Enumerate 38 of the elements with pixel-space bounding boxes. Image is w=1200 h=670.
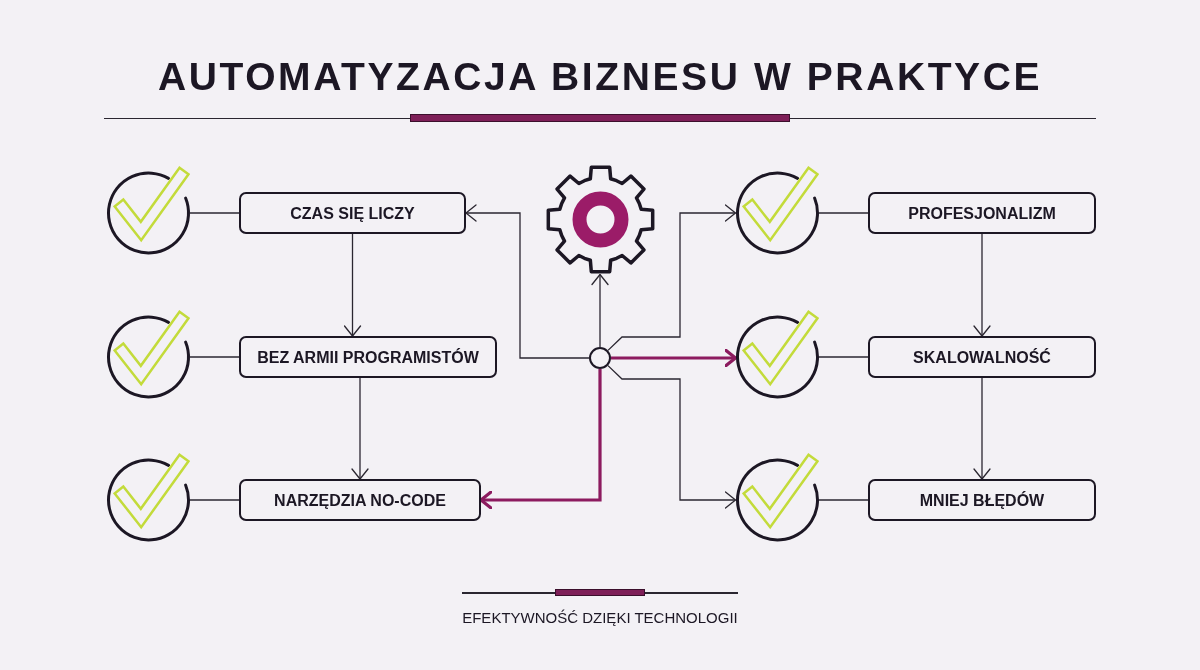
- connector-line: [188, 212, 240, 214]
- arrow: [465, 204, 590, 359]
- arrow: [343, 233, 362, 337]
- benefit-card: [868, 479, 1096, 521]
- connector-line: [188, 356, 240, 358]
- check-circle-icon: [735, 166, 819, 255]
- benefit-card: [239, 336, 497, 378]
- benefit-label: SKALOWALNOŚĆ: [913, 347, 1051, 367]
- check-circle-icon: [106, 310, 190, 399]
- check-circle-icon: [106, 453, 190, 542]
- arrow: [611, 348, 738, 368]
- benefit-label: BEZ ARMII PROGRAMISTÓW: [257, 347, 479, 367]
- connector-line: [188, 499, 240, 501]
- check-circle-icon: [735, 453, 819, 542]
- gear-icon: [544, 163, 656, 275]
- caption-text: EFEKTYWNOŚĆ DZIĘKI TECHNOLOGII: [462, 608, 738, 628]
- connector-line: [817, 212, 869, 214]
- check-circle-icon: [735, 310, 819, 399]
- arrow: [607, 204, 737, 352]
- connector-line: [817, 499, 869, 501]
- diagram-title: AUTOMATYZACJA BIZNESU W PRAKTYCE: [157, 54, 1043, 100]
- arrow: [479, 369, 602, 510]
- benefit-label: PROFESJONALIZM: [908, 203, 1056, 223]
- benefit-card: [239, 192, 466, 234]
- arrow: [973, 233, 991, 337]
- benefit-label: MNIEJ BŁĘDÓW: [919, 490, 1045, 510]
- connector-line: [817, 356, 869, 358]
- arrow: [607, 364, 737, 509]
- benefit-label: CZAS SIĘ LICZY: [290, 203, 415, 223]
- arrow: [351, 377, 369, 480]
- arrow: [591, 273, 609, 348]
- benefit-label: NARZĘDZIA NO-CODE: [274, 490, 446, 510]
- check-circle-icon: [106, 166, 190, 255]
- benefit-card: [239, 479, 481, 521]
- arrow: [973, 377, 991, 480]
- benefit-card: [868, 192, 1096, 234]
- junction-circle: [589, 347, 611, 369]
- benefit-card: [868, 336, 1096, 378]
